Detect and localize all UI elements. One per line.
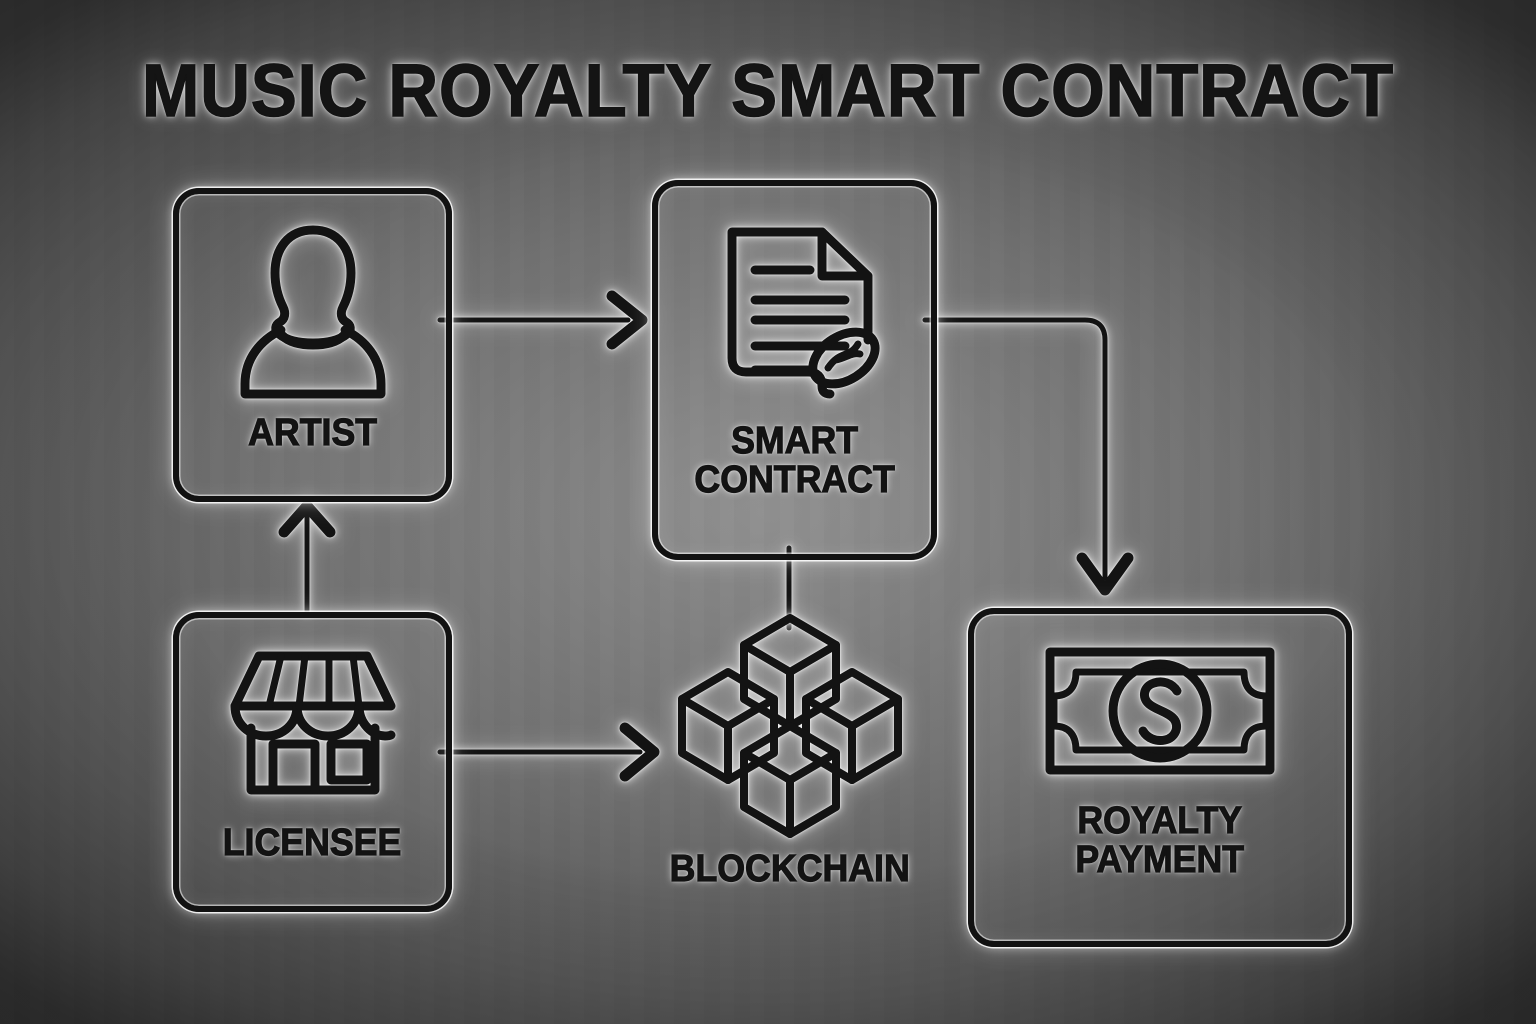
cube-right [802,668,902,784]
cube-left [678,668,778,784]
signed-document-icon [700,208,890,408]
connector-contract-to-royalty [922,317,1134,596]
node-licensee[interactable]: LICENSEE [173,612,452,912]
connector-artist-to-contract [437,290,648,350]
user-silhouette-icon [225,218,401,404]
node-licensee-label: LICENSEE [223,822,403,864]
node-royalty-payment[interactable]: ROYALTY PAYMENT [968,608,1352,947]
node-smart-contract[interactable]: SMART CONTRACT [652,180,937,560]
blockchain-cubes-icon [660,612,920,842]
storefront-icon [225,644,401,804]
connector-licensee-to-blockchain [437,722,660,782]
node-artist[interactable]: ARTIST [173,188,452,502]
node-artist-label: ARTIST [247,412,377,454]
node-blockchain[interactable]: BLOCKCHAIN [640,612,940,889]
page-title: MUSIC ROYALTY SMART CONTRACT [141,48,1395,133]
signature-scribble-icon [807,327,880,389]
node-smart-contract-label: SMART CONTRACT [694,420,896,502]
banknote-dollar-icon [1044,646,1276,776]
node-blockchain-label: BLOCKCHAIN [669,848,911,890]
cube-bottom [740,722,840,838]
connector-licensee-to-artist [278,500,336,615]
node-royalty-payment-label: ROYALTY PAYMENT [1075,800,1245,882]
